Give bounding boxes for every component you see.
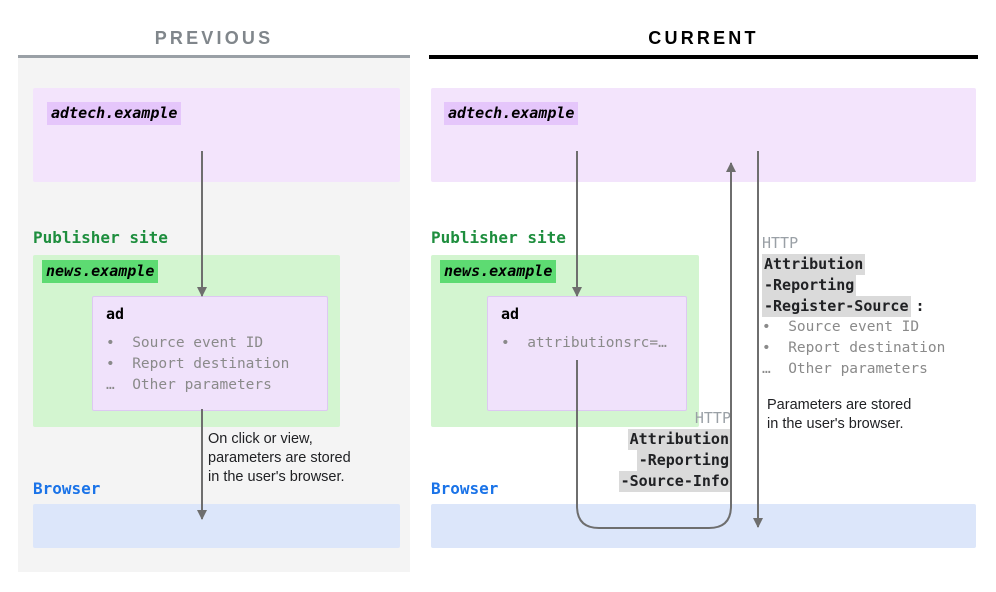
request-header-key-1: Attribution	[627, 429, 731, 450]
current-ad-card: ad • attributionsrc=…	[487, 296, 687, 411]
panel-previous-divider	[18, 55, 410, 58]
current-ad-card-title: ad	[501, 305, 520, 323]
current-publisher-domain-chip: news.example	[440, 260, 557, 283]
panel-current-title: CURRENT	[648, 28, 759, 48]
current-browser-label: Browser	[431, 479, 499, 498]
panel-current-divider	[429, 55, 978, 59]
current-ad-card-parameters: • attributionsrc=…	[501, 335, 667, 351]
request-header-key-2: -Reporting	[636, 450, 731, 471]
current-browser-zone	[431, 504, 976, 548]
panel-previous: PREVIOUS adtech.example Publisher site n…	[18, 0, 410, 592]
panel-current: CURRENT adtech.example Publisher site ne…	[429, 0, 978, 592]
previous-ad-card-title: ad	[106, 305, 125, 323]
response-header-colon: :	[915, 297, 925, 315]
response-header-key-2: -Reporting	[762, 275, 857, 296]
current-response-header-block: HTTP Attribution -Reporting -Register-So…	[762, 233, 977, 380]
response-header-key-3: -Register-Source	[762, 296, 911, 317]
current-annotation-note: Parameters are stored in the user's brow…	[767, 397, 912, 432]
panel-previous-title: PREVIOUS	[154, 28, 274, 48]
previous-ad-card-parameters: • Source event ID • Report destination ……	[106, 335, 290, 393]
previous-annotation-note: On click or view, parameters are stored …	[208, 431, 351, 485]
response-protocol-label: HTTP	[762, 234, 799, 252]
previous-ad-card: ad • Source event ID • Report destinatio…	[92, 296, 328, 411]
request-protocol-label: HTTP	[694, 409, 731, 427]
previous-publisher-label: Publisher site	[33, 228, 168, 247]
response-header-line-1: Attribution	[762, 254, 977, 275]
previous-publisher-domain-chip: news.example	[42, 260, 159, 283]
response-header-key-1: Attribution	[762, 254, 866, 275]
request-header-line-2: -Reporting	[579, 450, 731, 471]
request-header-key-3: -Source-Info	[618, 471, 731, 492]
current-request-header-block: HTTP Attribution -Reporting -Source-Info	[579, 408, 731, 492]
response-header-line-2: -Reporting	[762, 275, 977, 296]
previous-adtech-domain-chip: adtech.example	[47, 102, 182, 125]
previous-browser-zone	[33, 504, 400, 548]
response-header-line-3: -Register-Source:	[762, 296, 977, 317]
current-publisher-label: Publisher site	[431, 228, 566, 247]
previous-browser-label: Browser	[33, 479, 101, 498]
request-header-line-1: Attribution	[579, 429, 731, 450]
response-header-parameters: • Source event ID • Report destination ……	[762, 319, 946, 377]
current-adtech-domain-chip: adtech.example	[444, 102, 579, 125]
request-header-line-3: -Source-Info	[579, 471, 731, 492]
